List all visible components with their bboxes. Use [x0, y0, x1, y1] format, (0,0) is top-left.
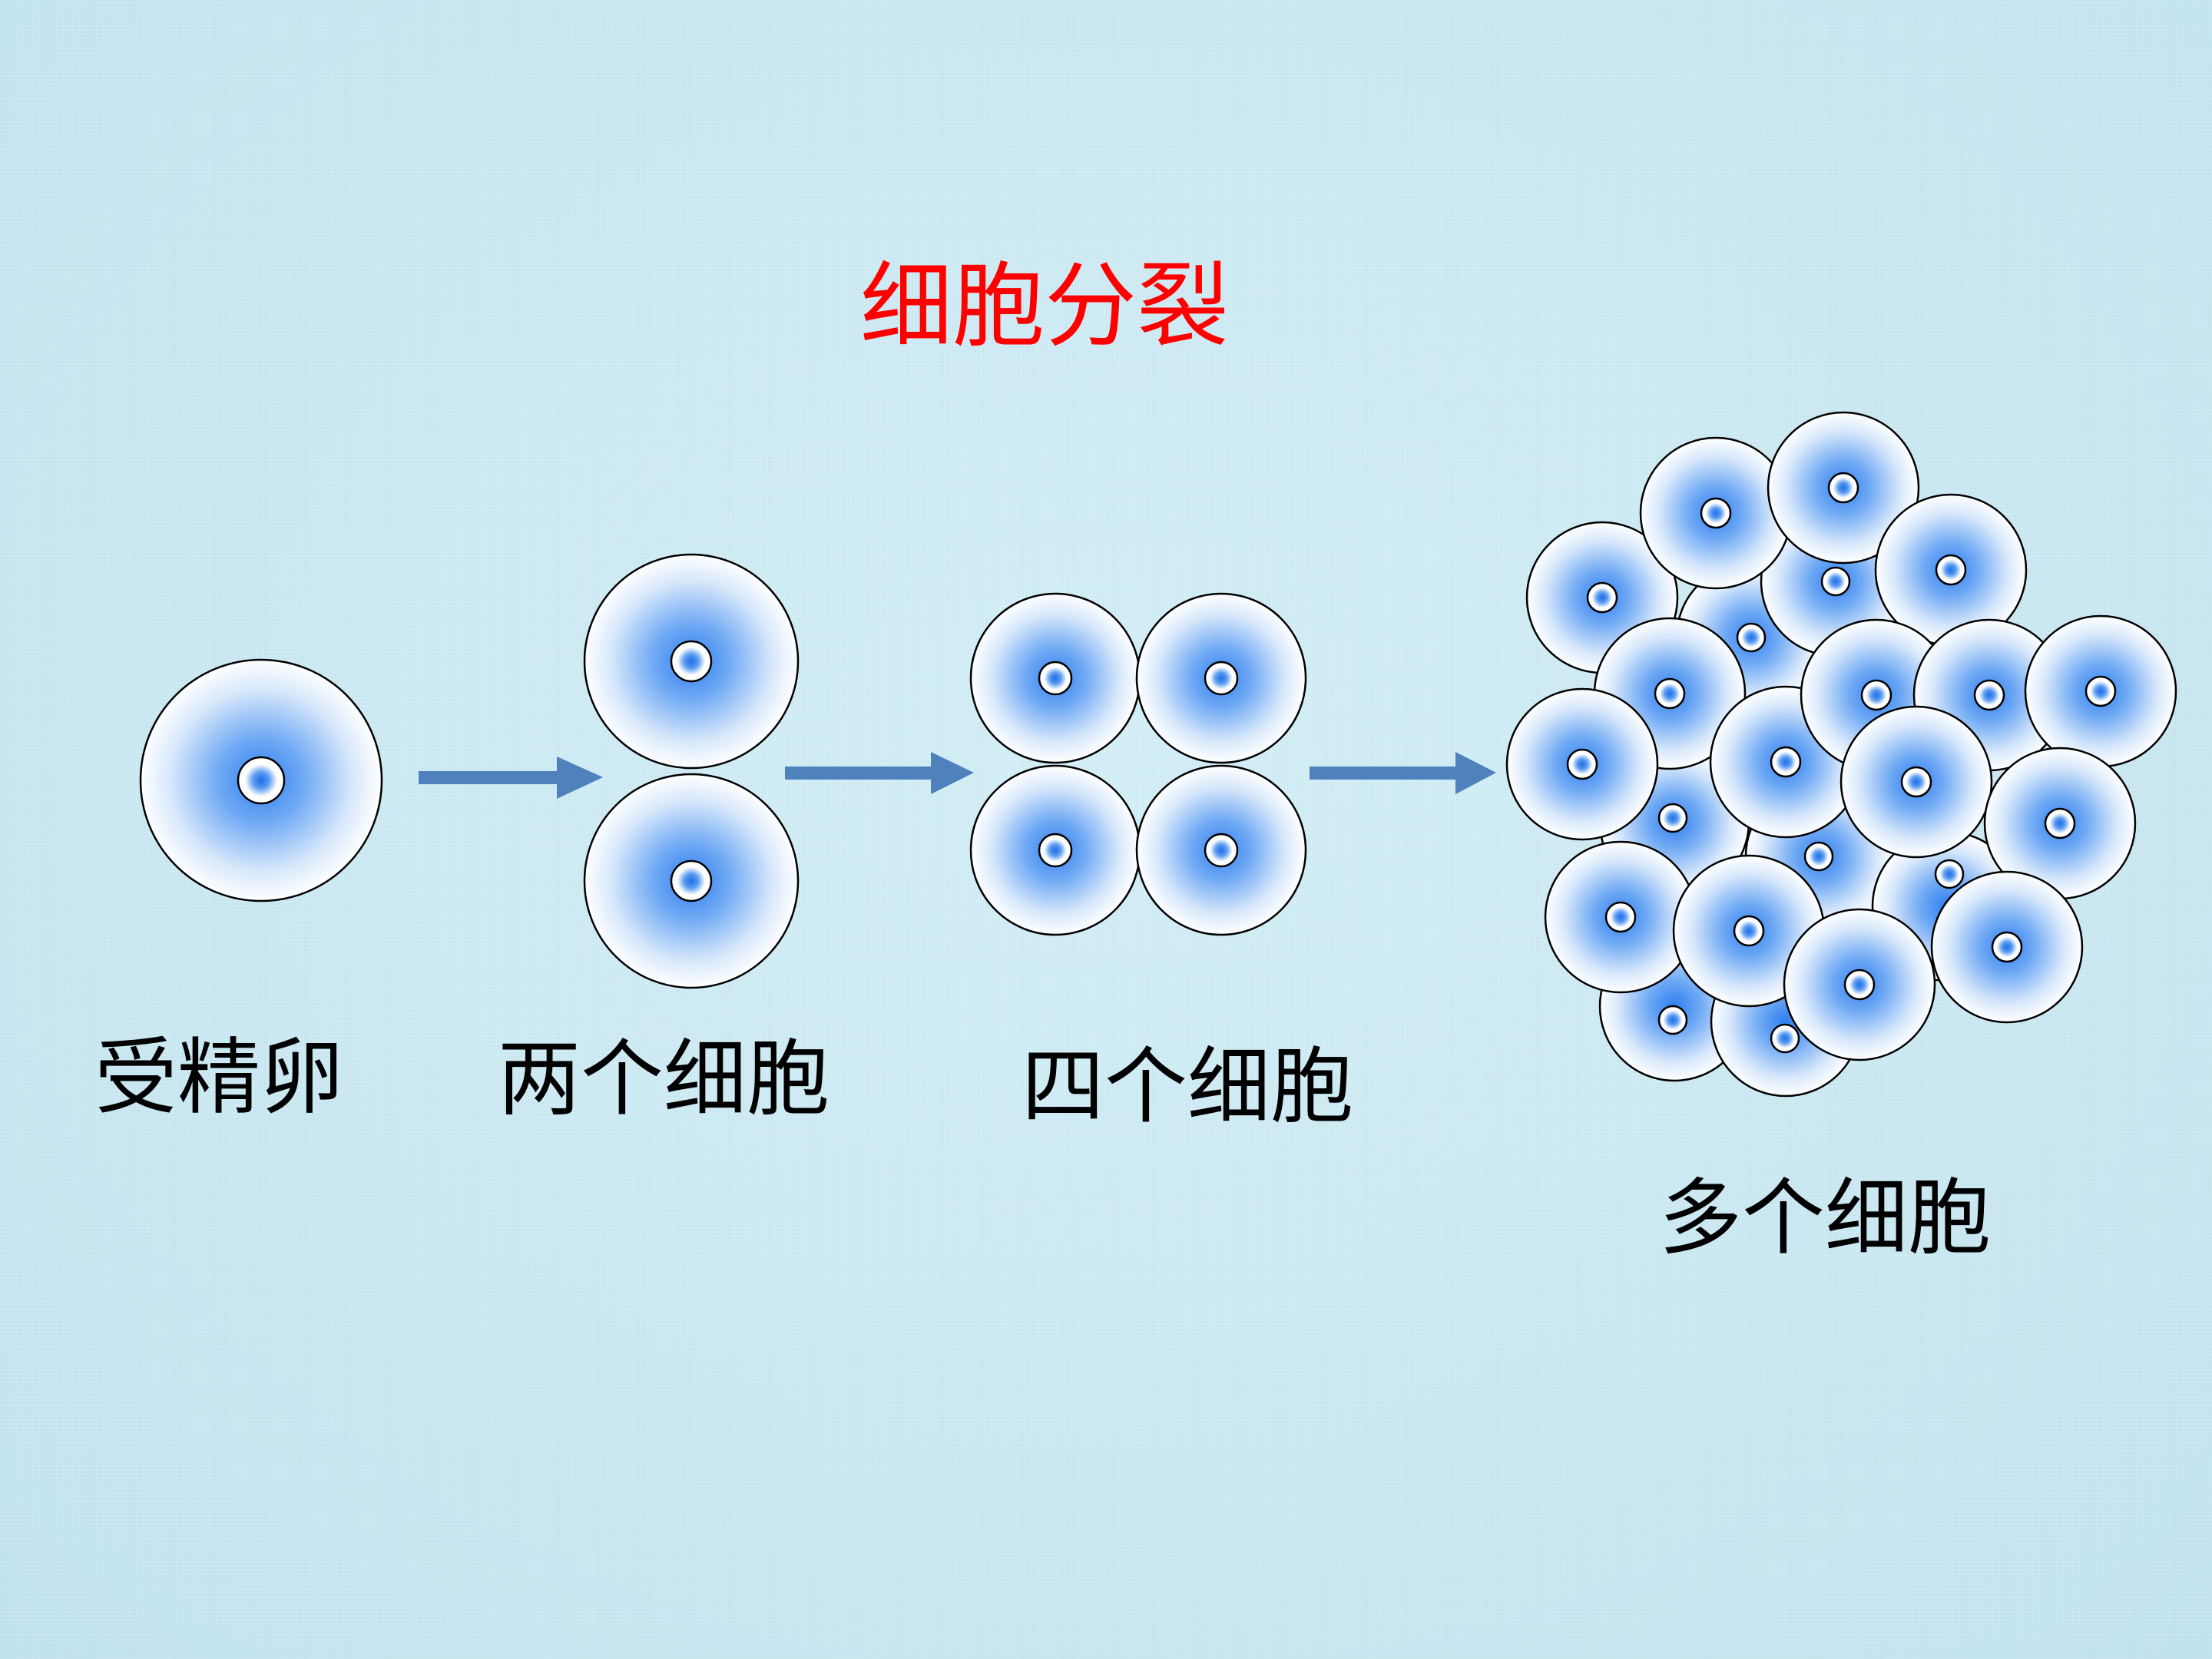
cell-many-cells-9 — [1639, 436, 1793, 590]
arrow-1 — [419, 757, 603, 799]
cell-nucleus — [1991, 931, 2023, 963]
cell-two-cells-2 — [583, 773, 800, 989]
cell-two-cells-1 — [583, 553, 800, 770]
cell-nucleus — [670, 640, 713, 683]
cell-nucleus — [1657, 803, 1688, 833]
cell-four-cells-4 — [1135, 764, 1307, 936]
cell-nucleus — [2044, 807, 2076, 839]
stage-label-zygote: 受精卵 — [94, 1030, 344, 1126]
cell-nucleus — [1934, 859, 1965, 889]
cell-many-cells-10 — [1767, 411, 1920, 565]
cell-many-cells-20 — [1544, 840, 1697, 994]
cell-nucleus — [1860, 679, 1892, 711]
cells-group — [139, 411, 2177, 1098]
cell-nucleus — [1736, 622, 1767, 653]
cell-nucleus — [1204, 833, 1239, 868]
cell-four-cells-3 — [969, 764, 1141, 936]
stage-label-four-cells: 四个细胞 — [1022, 1039, 1354, 1135]
cell-nucleus — [1843, 969, 1876, 1001]
cell-nucleus — [1770, 1023, 1800, 1054]
cell-nucleus — [1038, 833, 1073, 868]
cell-nucleus — [1566, 748, 1598, 780]
cell-nucleus — [1654, 677, 1686, 710]
cell-many-cells-23 — [1783, 908, 1936, 1061]
cell-nucleus — [1586, 581, 1618, 614]
cell-nucleus — [1900, 766, 1932, 798]
arrow-2 — [785, 752, 974, 794]
cell-many-cells-18 — [1839, 705, 1993, 859]
cell-nucleus — [1827, 472, 1859, 504]
stage-label-many-cells: 多个细胞 — [1659, 1171, 1992, 1267]
cell-nucleus — [1204, 661, 1239, 696]
cell-nucleus — [1700, 497, 1732, 529]
cell-many-cells-17 — [1505, 687, 1659, 841]
cell-nucleus — [1604, 901, 1637, 933]
cell-nucleus — [1803, 841, 1834, 872]
stage-label-two-cells: 两个细胞 — [498, 1031, 830, 1128]
cell-zygote-1 — [139, 658, 383, 902]
cell-four-cells-2 — [1135, 592, 1307, 764]
cell-nucleus — [1770, 746, 1802, 778]
cell-nucleus — [670, 859, 713, 902]
arrow-3 — [1310, 752, 1496, 794]
cell-nucleus — [1038, 661, 1073, 696]
cell-nucleus — [1657, 1005, 1688, 1035]
cell-nucleus — [1820, 566, 1851, 597]
diagram-title: 细胞分裂 — [860, 253, 1229, 360]
cell-many-cells-11 — [1874, 493, 2028, 647]
cell-nucleus — [1733, 915, 1765, 947]
cell-nucleus — [1973, 679, 2005, 711]
cell-many-cells-19 — [1983, 747, 2137, 900]
cell-nucleus — [2085, 675, 2117, 707]
cell-four-cells-1 — [969, 592, 1141, 764]
cell-nucleus — [1935, 554, 1967, 586]
cell-many-cells-22 — [1930, 870, 2084, 1024]
cell-many-cells-16 — [2024, 614, 2177, 768]
cell-nucleus — [237, 756, 286, 805]
